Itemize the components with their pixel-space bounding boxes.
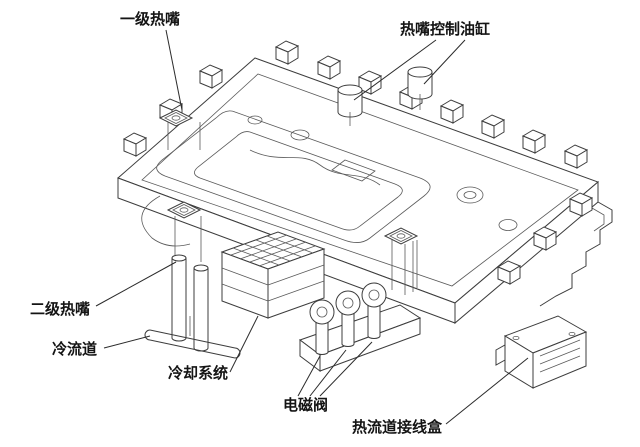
label-hot-runner-junction-box: 热流道接线盒 xyxy=(352,418,443,436)
runner-channels xyxy=(141,110,518,247)
leader-control-cylinder-1 xyxy=(353,39,437,101)
valve-1 xyxy=(309,299,335,355)
right-edge-contour xyxy=(539,201,613,307)
leader-cold-runner xyxy=(103,335,151,349)
leader-control-cylinder-2 xyxy=(423,39,466,85)
cooling-block xyxy=(220,231,326,319)
leader-primary-hot-nozzle xyxy=(165,29,183,111)
leader-solenoid-valve-3 xyxy=(319,341,373,397)
junction-box xyxy=(495,315,588,389)
labels: 一级热嘴 热嘴控制油缸 二级热嘴 冷流道 冷却系统 电磁阀 热流道接线盒 xyxy=(30,10,490,436)
solenoid-valve-assembly xyxy=(298,282,422,372)
leader-cooling-system xyxy=(229,315,259,373)
leader-lines xyxy=(95,29,529,425)
valve-3 xyxy=(361,282,387,339)
label-solenoid-valve: 电磁阀 xyxy=(283,396,328,414)
primary-nozzle-flange xyxy=(159,109,201,150)
label-cold-runner: 冷流道 xyxy=(52,340,97,358)
label-primary-hot-nozzle: 一级热嘴 xyxy=(120,10,180,28)
third-nozzle-flange xyxy=(384,227,418,290)
cold-runner-channel xyxy=(144,316,241,359)
valve-2 xyxy=(335,290,361,347)
secondary-nozzle-tubes xyxy=(171,254,209,352)
label-hot-nozzle-control-cylinder: 热嘴控制油缸 xyxy=(400,20,490,38)
leader-junction-box xyxy=(445,357,529,425)
secondary-nozzle-flange xyxy=(167,201,202,262)
control-cylinder-2 xyxy=(407,66,433,110)
control-cylinder-1 xyxy=(337,84,363,126)
label-cooling-system: 冷却系统 xyxy=(168,364,228,382)
leader-secondary-hot-nozzle xyxy=(95,261,177,307)
leader-solenoid-valve-2 xyxy=(309,349,347,397)
leader-solenoid-valve-1 xyxy=(297,355,321,397)
label-secondary-hot-nozzle: 二级热嘴 xyxy=(30,300,90,318)
